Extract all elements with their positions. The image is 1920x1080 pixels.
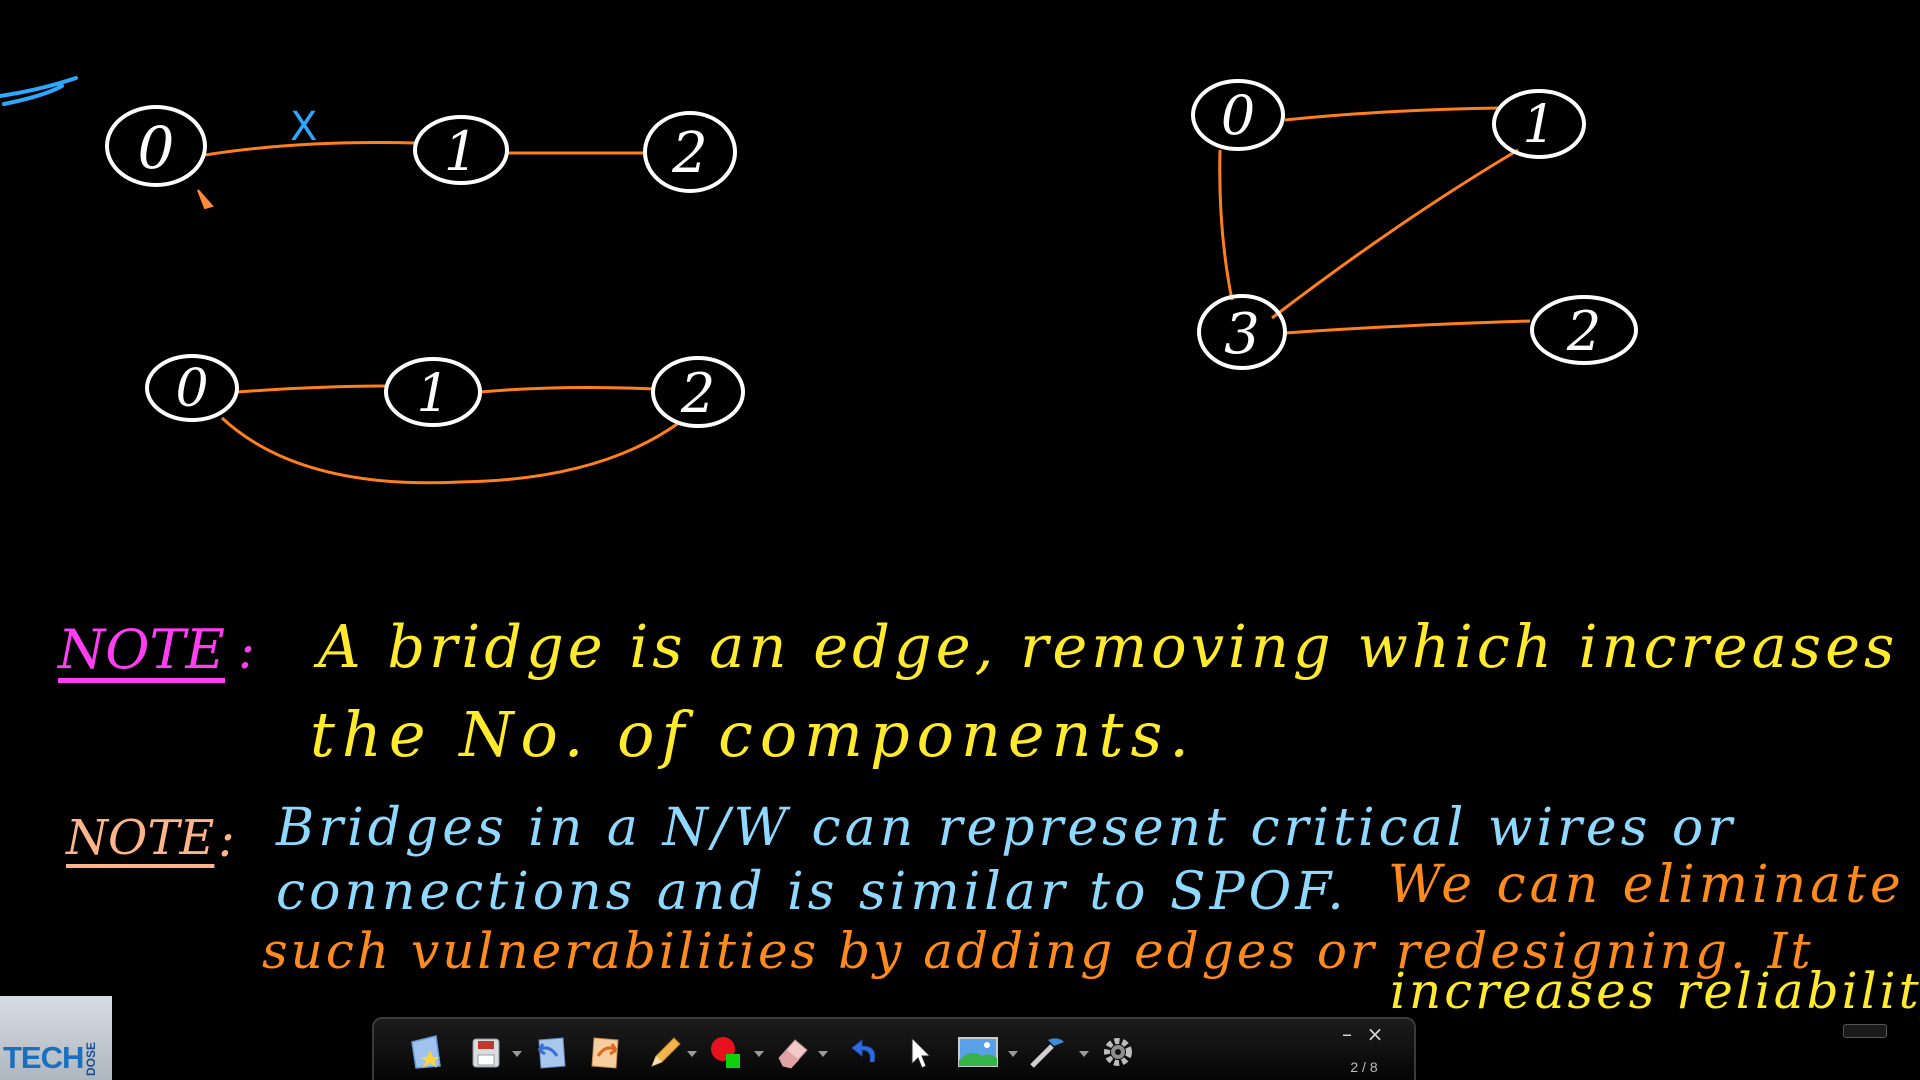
drawing-toolbar: – × 2 / 8 <box>372 1017 1416 1080</box>
note2-line1: Bridges in a N/W can represent critical … <box>276 798 1737 858</box>
settings-gear-icon[interactable] <box>1096 1031 1140 1073</box>
edge-r-1-3 <box>1271 148 1519 320</box>
node-tl-2: 2 <box>643 111 737 193</box>
note2-line2b: We can eliminate <box>1388 855 1905 915</box>
color-dropdown-chevron-icon[interactable] <box>754 1051 764 1057</box>
removed-edge-mark: X <box>290 104 317 150</box>
note1-line2: the No. of components. <box>310 698 1196 771</box>
next-page-icon[interactable] <box>584 1031 628 1073</box>
magic-wand-icon[interactable] <box>404 1031 448 1073</box>
undo-icon[interactable] <box>844 1031 888 1073</box>
pen-icon[interactable] <box>642 1031 686 1073</box>
node-label: 1 <box>444 120 478 183</box>
node-label: 0 <box>138 114 175 182</box>
background-image-icon[interactable] <box>956 1031 1000 1073</box>
tools-icon[interactable] <box>1026 1031 1070 1073</box>
note1-line1: A bridge is an edge, removing which incr… <box>318 612 1899 681</box>
logo-subtext: DOSE <box>84 1041 98 1076</box>
node-label: 0 <box>175 359 208 419</box>
edge-r-0-1 <box>1284 106 1501 122</box>
close-button[interactable]: × <box>1366 1022 1384 1046</box>
pointer-icon[interactable] <box>898 1031 942 1073</box>
logo-text: TECH <box>3 1040 84 1075</box>
node-r-0: 0 <box>1191 79 1285 151</box>
note2-colon: : <box>218 810 235 868</box>
edge-0-1-removed <box>204 141 416 157</box>
note1-label: NOTE <box>58 618 225 681</box>
note2-label: NOTE <box>66 810 215 866</box>
node-bl-2: 2 <box>651 356 745 428</box>
node-label: 2 <box>671 121 708 186</box>
scribble-mark <box>0 76 78 106</box>
note2-line4: increases reliability. <box>1390 962 1920 1020</box>
eraser-dropdown-chevron-icon[interactable] <box>818 1051 828 1057</box>
background-dropdown-chevron-icon[interactable] <box>1008 1051 1018 1057</box>
techdose-logo: TECH DOSE <box>0 996 112 1080</box>
node-label: 2 <box>1566 300 1601 363</box>
save-icon[interactable] <box>464 1031 508 1073</box>
save-dropdown-chevron-icon[interactable] <box>512 1051 522 1057</box>
color-picker-icon[interactable] <box>704 1031 748 1073</box>
node-label: 3 <box>1224 302 1260 367</box>
node-label: 1 <box>1522 95 1555 155</box>
watermark-badge <box>1843 1024 1887 1038</box>
node-label: 0 <box>1221 84 1255 147</box>
minimize-button[interactable]: – <box>1342 1022 1352 1046</box>
node-bl-1: 1 <box>384 357 482 427</box>
note2-line3: such vulnerabilities by adding edges or … <box>262 922 1814 980</box>
node-r-3: 3 <box>1197 294 1287 370</box>
page-indicator: 2 / 8 <box>1350 1059 1378 1075</box>
node-r-1: 1 <box>1492 89 1586 159</box>
edge-bl-0-1 <box>236 384 389 394</box>
previous-page-icon[interactable] <box>529 1031 573 1073</box>
edge-bl-0-2 <box>220 416 681 485</box>
note1-colon: : <box>238 622 255 680</box>
node-bl-0: 0 <box>145 354 239 422</box>
edge-r-3-2 <box>1284 319 1531 335</box>
node-r-2: 2 <box>1530 295 1638 365</box>
pen-dropdown-chevron-icon[interactable] <box>687 1051 697 1057</box>
note2-line2a: connections and is similar to SPOF. <box>276 862 1348 922</box>
node-tl-1: 1 <box>413 115 509 185</box>
edge-r-0-3 <box>1218 149 1234 301</box>
eraser-icon[interactable] <box>771 1031 815 1073</box>
tools-dropdown-chevron-icon[interactable] <box>1079 1051 1089 1057</box>
pen-cursor-icon <box>197 189 214 210</box>
node-label: 2 <box>680 362 715 425</box>
edge-bl-1-2 <box>479 386 656 394</box>
node-tl-0: 0 <box>105 105 207 187</box>
node-label: 1 <box>416 364 449 424</box>
